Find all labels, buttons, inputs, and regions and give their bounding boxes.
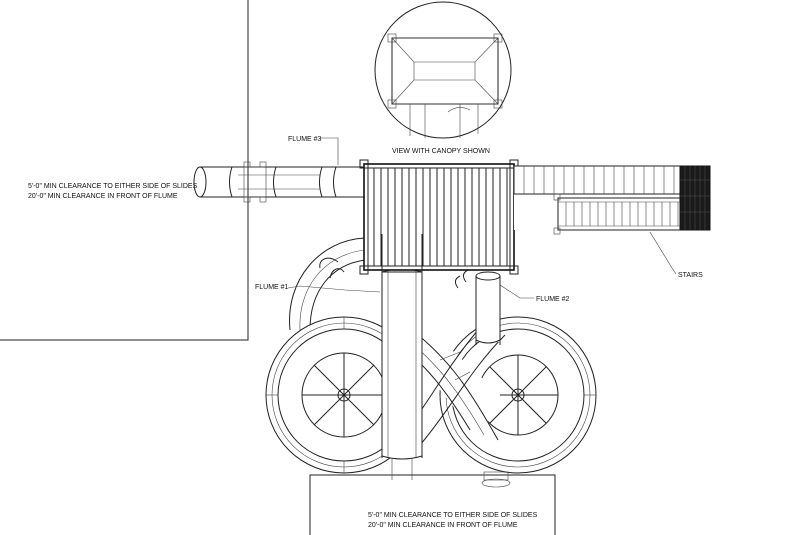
canopy-detail-view: VIEW WITH CANOPY SHOWN <box>374 1 512 155</box>
tower-platform <box>359 159 519 275</box>
canopy-view-label: VIEW WITH CANOPY SHOWN <box>392 148 490 155</box>
flume-2-vertical-tube: FLUME #2 <box>454 269 570 488</box>
bottom-clearance-text-1: 5'-0" MIN CLEARANCE TO EITHER SIDE OF SL… <box>368 512 538 519</box>
left-clearance-text-2: 20'-0" MIN CLEARANCE IN FRONT OF FLUME <box>28 193 178 200</box>
flume-1-label: FLUME #1 <box>255 284 289 291</box>
left-clearance-text-1: 5'-0" MIN CLEARANCE TO EITHER SIDE OF SL… <box>28 183 198 190</box>
flume-3-tube: FLUME #3 <box>193 136 364 203</box>
flume-2-label: FLUME #2 <box>536 296 570 303</box>
stairs-label: STAIRS <box>678 272 703 279</box>
flume-3-label: FLUME #3 <box>288 136 322 143</box>
stairs: STAIRS <box>513 165 711 279</box>
flume-1-vertical-tube <box>381 233 423 480</box>
bottom-clearance-zone: 5'-0" MIN CLEARANCE TO EITHER SIDE OF SL… <box>309 474 556 535</box>
flume-1-upper-spiral: FLUME #1 <box>255 237 381 331</box>
left-clearance-zone: 5'-0" MIN CLEARANCE TO EITHER SIDE OF SL… <box>0 0 249 341</box>
bottom-clearance-text-2: 20'-0" MIN CLEARANCE IN FRONT OF FLUME <box>368 522 518 529</box>
